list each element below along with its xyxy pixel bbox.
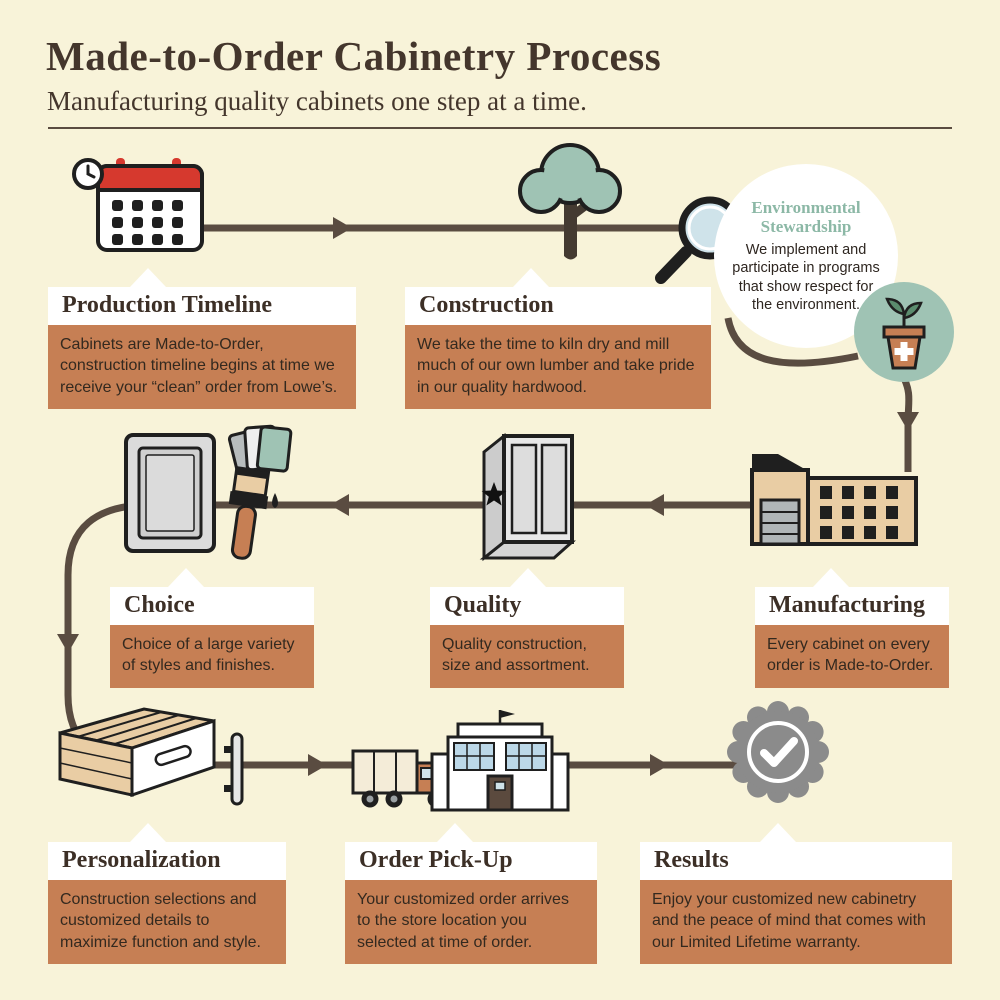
pointer-up <box>813 568 849 587</box>
step-choice: Choice Choice of a large variety of styl… <box>110 568 314 688</box>
pointer-up <box>130 268 166 287</box>
pointer-up <box>760 823 796 842</box>
drawer-icon <box>52 703 222 818</box>
finish-swatches-icon <box>222 418 296 482</box>
bubble-heading: Environmental Stewardship <box>751 198 861 237</box>
pointer-up <box>130 823 166 842</box>
step-body: Construction selections and customized d… <box>48 880 286 964</box>
step-heading: Order Pick-Up <box>345 842 597 880</box>
pointer-up <box>168 568 204 587</box>
paint-drip-icon <box>272 493 278 508</box>
factory-icon <box>748 446 920 548</box>
pointer-up <box>513 268 549 287</box>
header-divider <box>48 127 952 129</box>
cabinet-star-icon <box>476 426 580 562</box>
step-manufacturing: Manufacturing Every cabinet on every ord… <box>755 568 949 688</box>
step-body: Every cabinet on every order is Made-to-… <box>755 625 949 688</box>
step-heading: Construction <box>405 287 711 325</box>
step-results: Results Enjoy your customized new cabine… <box>640 823 952 964</box>
step-heading: Manufacturing <box>755 587 949 625</box>
store-icon <box>426 708 574 812</box>
step-body: Your customized order arrives to the sto… <box>345 880 597 964</box>
step-personalization: Personalization Construction selections … <box>48 823 286 964</box>
page-title: Made-to-Order Cabinetry Process <box>46 33 662 79</box>
pointer-up <box>437 823 473 842</box>
step-heading: Choice <box>110 587 314 625</box>
potted-plant-icon <box>854 282 954 382</box>
step-production-timeline: Production Timeline Cabinets are Made-to… <box>48 268 356 409</box>
step-body: Enjoy your customized new cabinetry and … <box>640 880 952 964</box>
tree-icon <box>505 140 635 265</box>
step-body: Quality construction, size and assortmen… <box>430 625 624 688</box>
page-subtitle: Manufacturing quality cabinets one step … <box>47 86 587 116</box>
step-body: Choice of a large variety of styles and … <box>110 625 314 688</box>
step-quality: Quality Quality construction, size and a… <box>430 568 624 688</box>
step-construction: Construction We take the time to kiln dr… <box>405 268 711 409</box>
door-handle-icon <box>218 730 250 808</box>
step-heading: Results <box>640 842 952 880</box>
step-body: We take the time to kiln dry and mill mu… <box>405 325 711 409</box>
step-order-pickup: Order Pick-Up Your customized order arri… <box>345 823 597 964</box>
bubble-text: We implement and participate in programs… <box>732 242 880 313</box>
door-panel-icon <box>120 431 222 555</box>
step-heading: Personalization <box>48 842 286 880</box>
checkmark-badge-icon <box>724 698 832 806</box>
step-body: Cabinets are Made-to-Order, construction… <box>48 325 356 409</box>
pointer-up <box>510 568 546 587</box>
flag-icon <box>500 710 515 718</box>
step-heading: Quality <box>430 587 624 625</box>
step-heading: Production Timeline <box>48 287 356 325</box>
calendar-icon <box>72 156 206 260</box>
paintbrush-icon <box>210 465 290 570</box>
